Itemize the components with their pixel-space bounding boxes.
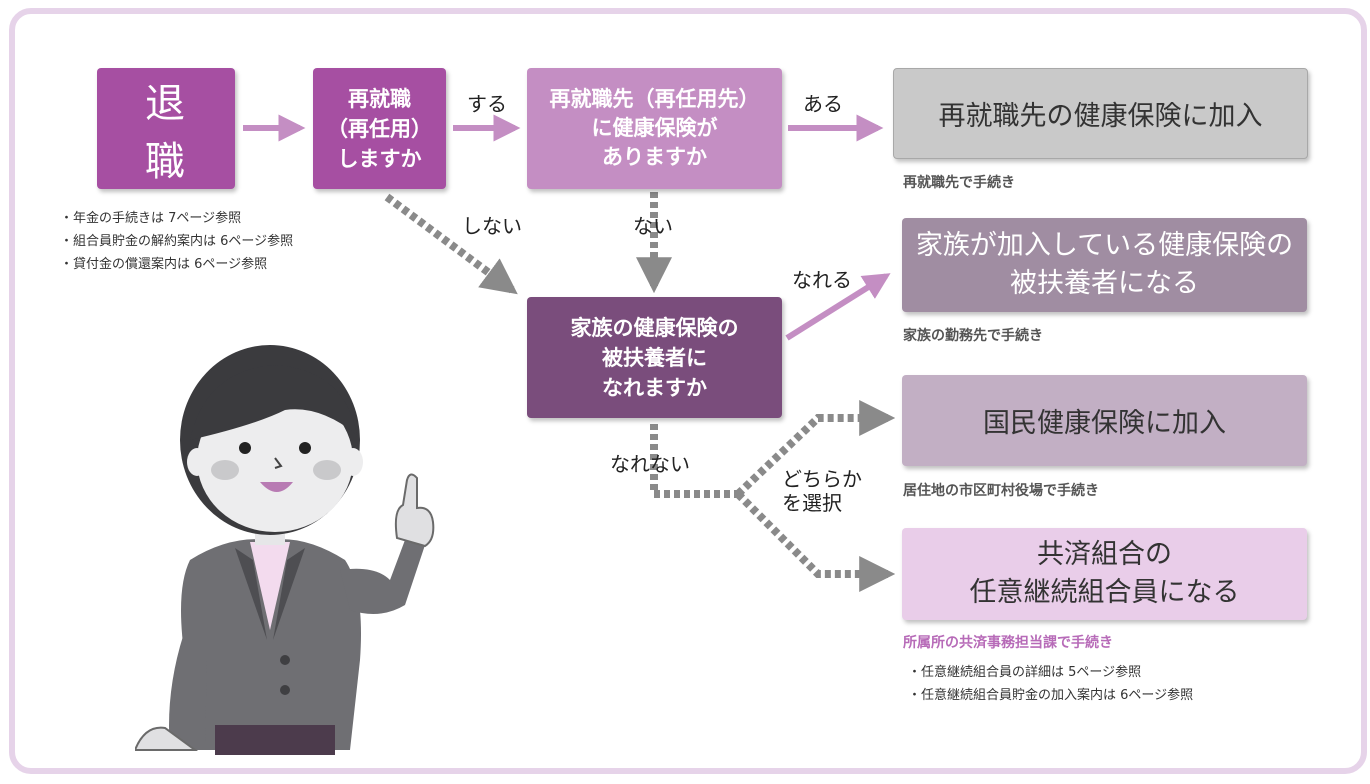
result-mutual-aid-voluntary: 共済組合の 任意継続組合員になる [902,528,1307,620]
caption-mutual: 所属所の共済事務担当課で手続き [903,635,1113,651]
arrow-dependent-yes [785,273,891,341]
woman-pointing-illustration [135,345,435,755]
arrow-reemploy-no [384,193,518,295]
node-retire: 退 職 [97,68,235,189]
notes-retirement: ・年金の手続きは 7ページ参照 ・組合員貯金の解約案内は 6ページ参照 ・貸付金… [60,207,293,276]
caption-join-new: 再就職先で手続き [903,175,1015,191]
node-reemploy-question: 再就職 （再任用） しますか [313,68,446,189]
arrow-to-mutual [735,491,896,592]
caption-dependent: 家族の勤務先で手続き [903,328,1043,344]
note-item: ・任意継続組合員の詳細は 5ページ参照 [908,665,1142,680]
caption-national: 居住地の市区町村役場で手続き [903,483,1099,499]
note-item: ・任意継続組合員貯金の加入案内は 6ページ参照 [908,688,1194,703]
label-cannot-dependent: なれない [610,452,690,476]
note-item: ・年金の手続きは 7ページ参照 [60,211,242,226]
label-has-insurance: ある [803,92,843,116]
note-item: ・組合員貯金の解約案内は 6ページ参照 [60,234,294,249]
arrow-to-national [735,400,896,497]
result-join-new-employer-insurance: 再就職先の健康保険に加入 [893,68,1308,159]
label-can-dependent: なれる [792,268,852,292]
notes-mutual: ・任意継続組合員の詳細は 5ページ参照 ・任意継続組合員貯金の加入案内は 6ペー… [908,661,1193,707]
label-no-insurance: ない [633,214,673,238]
result-family-dependent: 家族が加入している健康保険の 被扶養者になる [902,218,1307,312]
label-no-reemploy: しない [462,214,522,238]
node-insurance-question: 再就職先（再任用先） に健康保険が ありますか [527,68,782,189]
label-yes-reemploy: する [467,92,507,116]
label-choose-either: どちらか を選択 [782,467,862,515]
connector-dependent-no [650,424,738,498]
node-dependent-question: 家族の健康保険の 被扶養者に なれますか [527,297,782,418]
note-item: ・貸付金の償還案内は 6ページ参照 [60,257,268,272]
result-national-insurance: 国民健康保険に加入 [902,375,1307,466]
